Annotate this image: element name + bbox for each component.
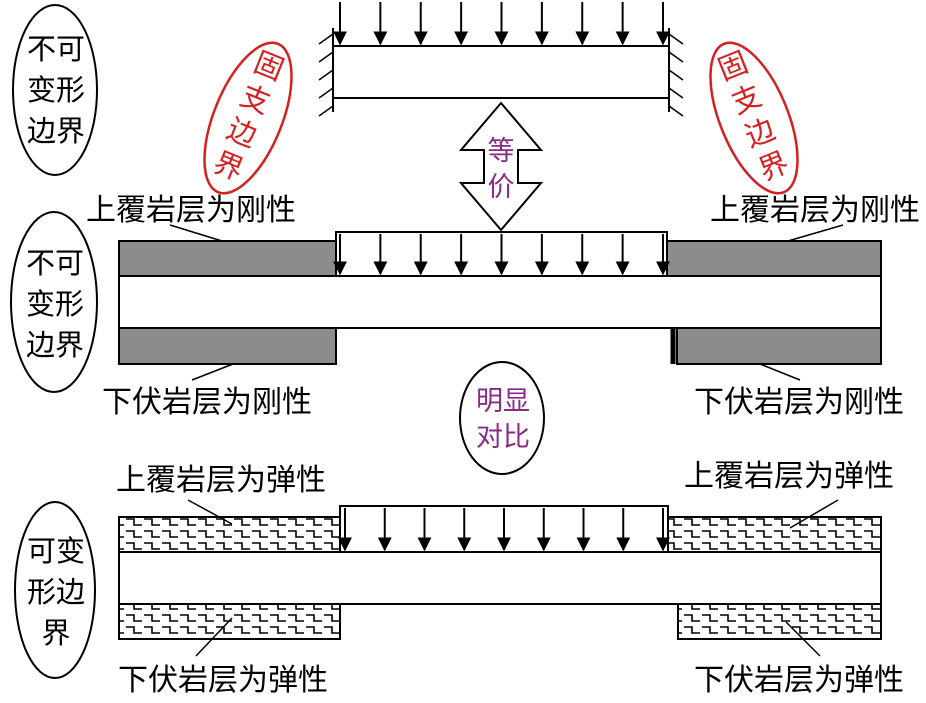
rigid-underlying-left	[118, 327, 337, 365]
underlying-rigid-label-left: 下伏岩层为刚性	[102, 385, 312, 420]
equivalent-char1: 等	[488, 136, 515, 167]
fixed-beam-group	[318, 2, 684, 117]
boundary-mid-line1: 不可	[26, 246, 84, 280]
distributed-load-top	[333, 2, 670, 46]
boundary-ellipse-bottom: 可变 形边 界	[14, 501, 96, 679]
rigid-load-box	[335, 231, 668, 277]
equivalent-arrow: 等 价	[458, 101, 544, 232]
distributed-load-middle	[333, 234, 670, 276]
boundary-ellipse-middle: 不可 变形 边界	[10, 211, 98, 393]
boundary-top-line3: 边界	[27, 114, 85, 148]
overlying-rigid-label-left: 上覆岩层为刚性	[86, 193, 296, 228]
fixed-support-ellipse-left: 固 支 边 界	[203, 41, 293, 195]
rigid-overlying-right	[666, 240, 882, 277]
rigid-strata-group	[118, 224, 882, 381]
rigid-overlying-left	[118, 240, 337, 277]
overlying-rigid-label-right: 上覆岩层为刚性	[710, 193, 920, 228]
boundary-mid-line2: 变形	[26, 287, 84, 321]
elastic-strata-group	[118, 499, 882, 657]
underlying-elastic-label-right: 下伏岩层为弹性	[694, 663, 904, 698]
distributed-load-bottom	[338, 508, 670, 552]
boundary-top-line2: 变形	[27, 73, 85, 107]
elastic-coal-seam	[118, 551, 882, 605]
fixed-support-ellipse-right: 固 支 边 界	[709, 41, 799, 195]
contrast-line2: 对比	[476, 422, 530, 453]
elastic-underlying-right	[677, 603, 882, 640]
elastic-overlying-right	[667, 516, 882, 553]
left-wall-hatch	[318, 33, 334, 117]
boundary-mid-line3: 边界	[26, 328, 84, 362]
right-wall-hatch	[668, 33, 684, 117]
fixed-beam	[332, 45, 670, 99]
boundary-ellipse-top: 不可 变形 边界	[12, 4, 98, 176]
boundary-top-line1: 不可	[27, 32, 85, 66]
rigid-coal-seam	[118, 275, 882, 329]
rigid-underlying-right	[676, 327, 882, 365]
contrast-line1: 明显	[476, 386, 530, 417]
equivalent-char2: 价	[488, 172, 515, 203]
boundary-bot-line3: 界	[41, 616, 70, 650]
contrast-ellipse: 明显 对比	[459, 361, 545, 475]
overlying-elastic-label-left: 上覆岩层为弹性	[116, 463, 326, 498]
boundary-bot-line1: 可变	[27, 534, 85, 568]
underlying-elastic-label-left: 下伏岩层为弹性	[118, 663, 328, 698]
overlying-elastic-label-right: 上覆岩层为弹性	[684, 459, 894, 494]
boundary-bot-line2: 形边	[27, 575, 85, 609]
underlying-rigid-label-right: 下伏岩层为刚性	[694, 385, 904, 420]
